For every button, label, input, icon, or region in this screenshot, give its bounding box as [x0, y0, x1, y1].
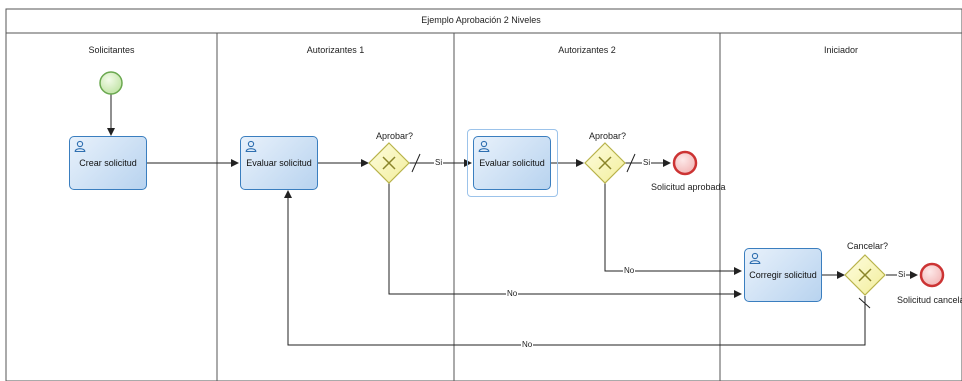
lane-title-autorizantes-2: Autorizantes 2 — [558, 45, 616, 55]
end-event-label-cancelada: Solicitud cancelac — [897, 295, 962, 305]
start-event — [99, 71, 123, 95]
user-icon — [245, 140, 257, 152]
gateway-aprobar-1[interactable] — [368, 142, 410, 184]
flow-gw3-default-mark — [858, 297, 871, 309]
gateway-label-aprobar-1: Aprobar? — [376, 131, 414, 141]
task-crear-solicitud[interactable]: Crear solicitud — [69, 136, 147, 190]
edge-label-si-1: Si — [434, 158, 444, 167]
gateway-label-aprobar-2: Aprobar? — [589, 131, 627, 141]
flow-gw2-default-mark — [626, 153, 636, 173]
edge-label-no-1: No — [623, 266, 636, 275]
task-corregir-solicitud[interactable]: Corregir solicitud — [744, 248, 822, 302]
task-label: Corregir solicitud — [749, 270, 817, 280]
task-label: Evaluar solicitud — [246, 158, 312, 168]
user-icon — [478, 140, 490, 152]
gateway-cancelar[interactable] — [844, 254, 886, 296]
task-selection-frame — [467, 129, 558, 197]
lane-title-solicitantes: Solicitantes — [88, 45, 135, 55]
end-event-cancelada — [919, 262, 945, 288]
flow-gw3-no — [284, 190, 866, 346]
pool-title: Ejemplo Aprobación 2 Niveles — [421, 15, 541, 25]
edge-label-no-3: No — [521, 340, 534, 349]
end-event-aprobada — [672, 150, 698, 176]
flow-gw2-no — [604, 183, 742, 275]
task-label: Crear solicitud — [79, 158, 137, 168]
flow-gw1-no — [388, 183, 742, 298]
flow-gw1-default-mark — [411, 153, 421, 173]
edge-label-no-2: No — [506, 289, 519, 298]
user-icon — [74, 140, 86, 152]
user-icon — [749, 252, 761, 264]
lane-title-autorizantes-1: Autorizantes 1 — [306, 45, 365, 55]
gateway-label-cancelar: Cancelar? — [847, 241, 889, 251]
lane-title-iniciador: Iniciador — [823, 45, 859, 55]
edge-label-si-2: Si — [642, 158, 652, 167]
task-evaluar-solicitud-1[interactable]: Evaluar solicitud — [240, 136, 318, 190]
gateway-aprobar-2[interactable] — [584, 142, 626, 184]
task-label: Evaluar solicitud — [479, 158, 545, 168]
pool-border — [5, 8, 962, 381]
task-evaluar-solicitud-2[interactable]: Evaluar solicitud — [473, 136, 551, 190]
edge-label-si-3: Si — [897, 270, 907, 279]
end-event-label-aprobada: Solicitud aprobada — [651, 182, 726, 192]
